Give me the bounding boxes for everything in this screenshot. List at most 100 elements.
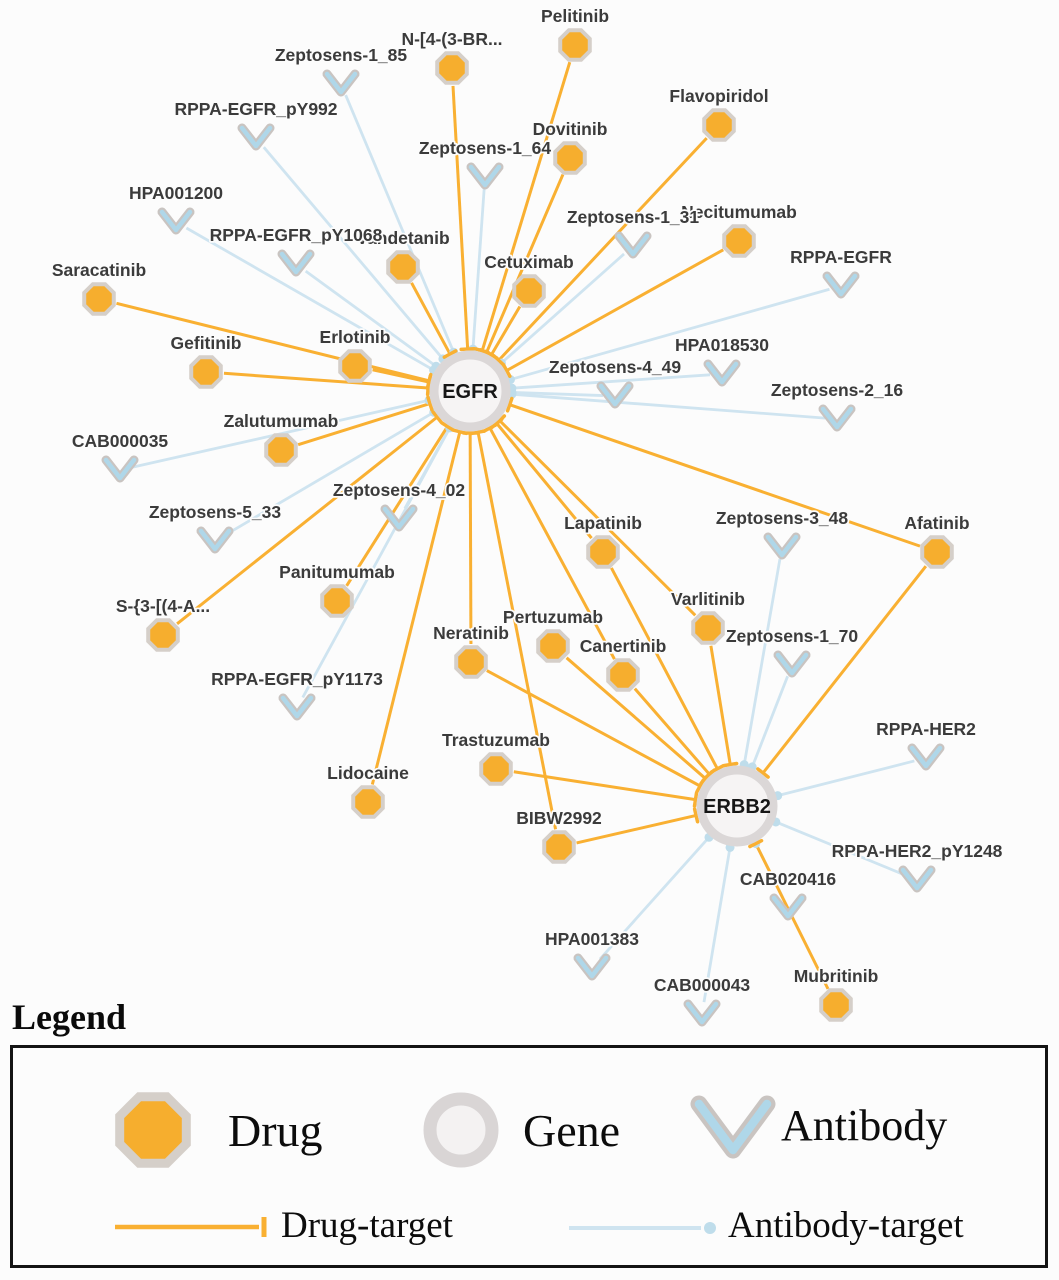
edge-rppa_egfr_py1173-egfr xyxy=(301,427,452,699)
drug-target-tee-marker xyxy=(699,771,712,786)
drug-octagon-icon xyxy=(454,645,488,679)
antibody-chevron-icon xyxy=(616,233,650,257)
node-label: Necitumumab xyxy=(681,202,797,222)
node-label: RPPA-EGFR xyxy=(790,247,892,267)
gene-label: EGFR xyxy=(442,381,498,403)
drug-target-tee-marker xyxy=(431,410,443,424)
node-label: Trastuzumab xyxy=(442,730,550,750)
drug-node-afatinib xyxy=(920,535,954,569)
edge-gefitinib-egfr xyxy=(223,371,429,390)
drug-node-trastuzumab xyxy=(479,752,513,786)
antibody-chevron-icon xyxy=(909,745,943,769)
edge-rppa_egfr-egfr xyxy=(510,287,830,381)
edge-zeptosens_1_64-egfr xyxy=(471,188,486,350)
drug-target-tee-marker xyxy=(425,373,433,391)
antibody-legend-icon xyxy=(690,1095,776,1159)
node-label: Erlotinib xyxy=(320,327,391,347)
node-label: Afatinib xyxy=(904,513,969,533)
antibody-chevron-icon xyxy=(239,125,273,149)
drug-target-tee-marker xyxy=(692,807,700,824)
drug-node-lapatinib xyxy=(586,535,620,569)
drug-target-tee-marker xyxy=(459,346,476,352)
drug-octagon-icon xyxy=(512,274,546,308)
drug-octagon-icon xyxy=(386,250,420,284)
drug-node-panitumumab xyxy=(320,584,354,618)
gene-legend-label: Gene xyxy=(523,1105,621,1156)
drug-octagon-icon xyxy=(435,51,469,85)
node-label: Lapatinib xyxy=(564,513,642,533)
legend-box: Drug Gene Antibody Drug-target Antibody-… xyxy=(10,1045,1048,1268)
edge-zeptosens_3_48-erbb2 xyxy=(742,558,782,765)
edge-rppa_her2-erbb2 xyxy=(777,759,915,798)
antibody-chevron-icon xyxy=(775,652,809,676)
edge-s_3_4_a-egfr xyxy=(176,415,439,625)
antibody-chevron-icon xyxy=(198,528,232,552)
antibody-chevron-icon xyxy=(279,251,313,275)
drug-legend-label: Drug xyxy=(228,1105,323,1156)
drug-octagon-icon xyxy=(722,224,756,258)
node-label: Canertinib xyxy=(580,636,667,656)
gene-circle xyxy=(429,350,511,432)
antibody-chevron-icon xyxy=(280,695,314,719)
node-label: Saracatinib xyxy=(52,260,146,280)
antibody-node-zeptosens_1_31 xyxy=(614,231,652,259)
drug-target-tee-marker xyxy=(483,349,499,360)
drug-node-dovitinib xyxy=(553,141,587,175)
drug-target-tee-marker xyxy=(692,791,699,808)
drug-octagon-icon xyxy=(320,584,354,618)
drug-target-tee-marker xyxy=(756,767,770,779)
antibody-node-rppa_her2 xyxy=(907,743,945,771)
drug-octagon-icon xyxy=(351,785,385,819)
edge-hpa018530-egfr xyxy=(511,373,711,390)
edge-pertuzumab-erbb2 xyxy=(565,656,707,780)
edge-cab000043-erbb2 xyxy=(702,847,732,1003)
nodes-layer: EGFR ERBB2 xyxy=(82,28,954,1027)
gene-node-erbb2: ERBB2 xyxy=(696,765,778,847)
drug-legend-icon xyxy=(115,1092,191,1168)
drug-target-tee-marker xyxy=(501,363,512,378)
drug-target-edge-icon xyxy=(115,1217,267,1237)
drug-octagon-icon xyxy=(606,658,640,692)
node-label: N-[4-(3-BR... xyxy=(401,29,502,49)
node-label: Zeptosens-1_31 xyxy=(567,207,700,227)
drug-octagon-icon xyxy=(819,988,853,1022)
labels-layer: PelitinibN-[4-(3-BR...DovitinibFlavopiri… xyxy=(50,4,1004,997)
node-label: Pelitinib xyxy=(541,6,609,26)
node-label: HPA018530 xyxy=(675,335,769,355)
drug-octagon-icon xyxy=(146,618,180,652)
node-label: CAB000043 xyxy=(654,975,751,995)
drug-octagon-icon xyxy=(338,349,372,383)
edge-afatinib-erbb2 xyxy=(761,565,928,774)
antibody-node-rppa_egfr_py1173 xyxy=(278,693,316,721)
node-label: Neratinib xyxy=(433,623,509,643)
edge-zeptosens_5_33-egfr xyxy=(224,411,435,537)
drug-target-tee-marker xyxy=(482,423,498,433)
antibody-node-hpa001383 xyxy=(573,953,611,981)
antibody-legend-label: Antibody xyxy=(781,1101,948,1150)
antibody-chevron-icon xyxy=(900,867,934,891)
antibody-node-zeptosens_1_85 xyxy=(322,69,360,97)
drug-octagon-icon xyxy=(542,830,576,864)
edge-flavopiridol-egfr xyxy=(497,137,708,362)
edge-zeptosens_4_49-egfr xyxy=(511,391,604,397)
antibody-chevron-icon xyxy=(324,71,358,95)
antibody-chevron-icon xyxy=(824,273,858,297)
node-label: HPA001200 xyxy=(129,183,223,203)
edge-pelitinib-egfr xyxy=(480,61,572,352)
edge-necitumumab-egfr xyxy=(505,248,725,372)
node-label: Zeptosens-3_48 xyxy=(716,508,849,528)
antibody-chevron-icon xyxy=(705,361,739,385)
drug-target-tee-marker xyxy=(748,838,764,849)
drug-node-saracatinib xyxy=(82,282,116,316)
node-label: Zeptosens-5_33 xyxy=(149,502,282,522)
node-label: RPPA-HER2 xyxy=(876,719,976,739)
antibody-chevron-icon xyxy=(771,895,805,919)
antibody-chevron-icon xyxy=(765,534,799,558)
edge-canertinib-erbb2 xyxy=(633,687,711,776)
drug-node-pertuzumab xyxy=(536,629,570,663)
edge-bibw2992-egfr xyxy=(476,431,558,830)
antibody-node-rppa_egfr_py992 xyxy=(237,123,275,151)
node-label: Pertuzumab xyxy=(503,607,603,627)
legend-title: Legend xyxy=(12,997,127,1037)
edge-saracatinib-egfr xyxy=(116,301,430,383)
